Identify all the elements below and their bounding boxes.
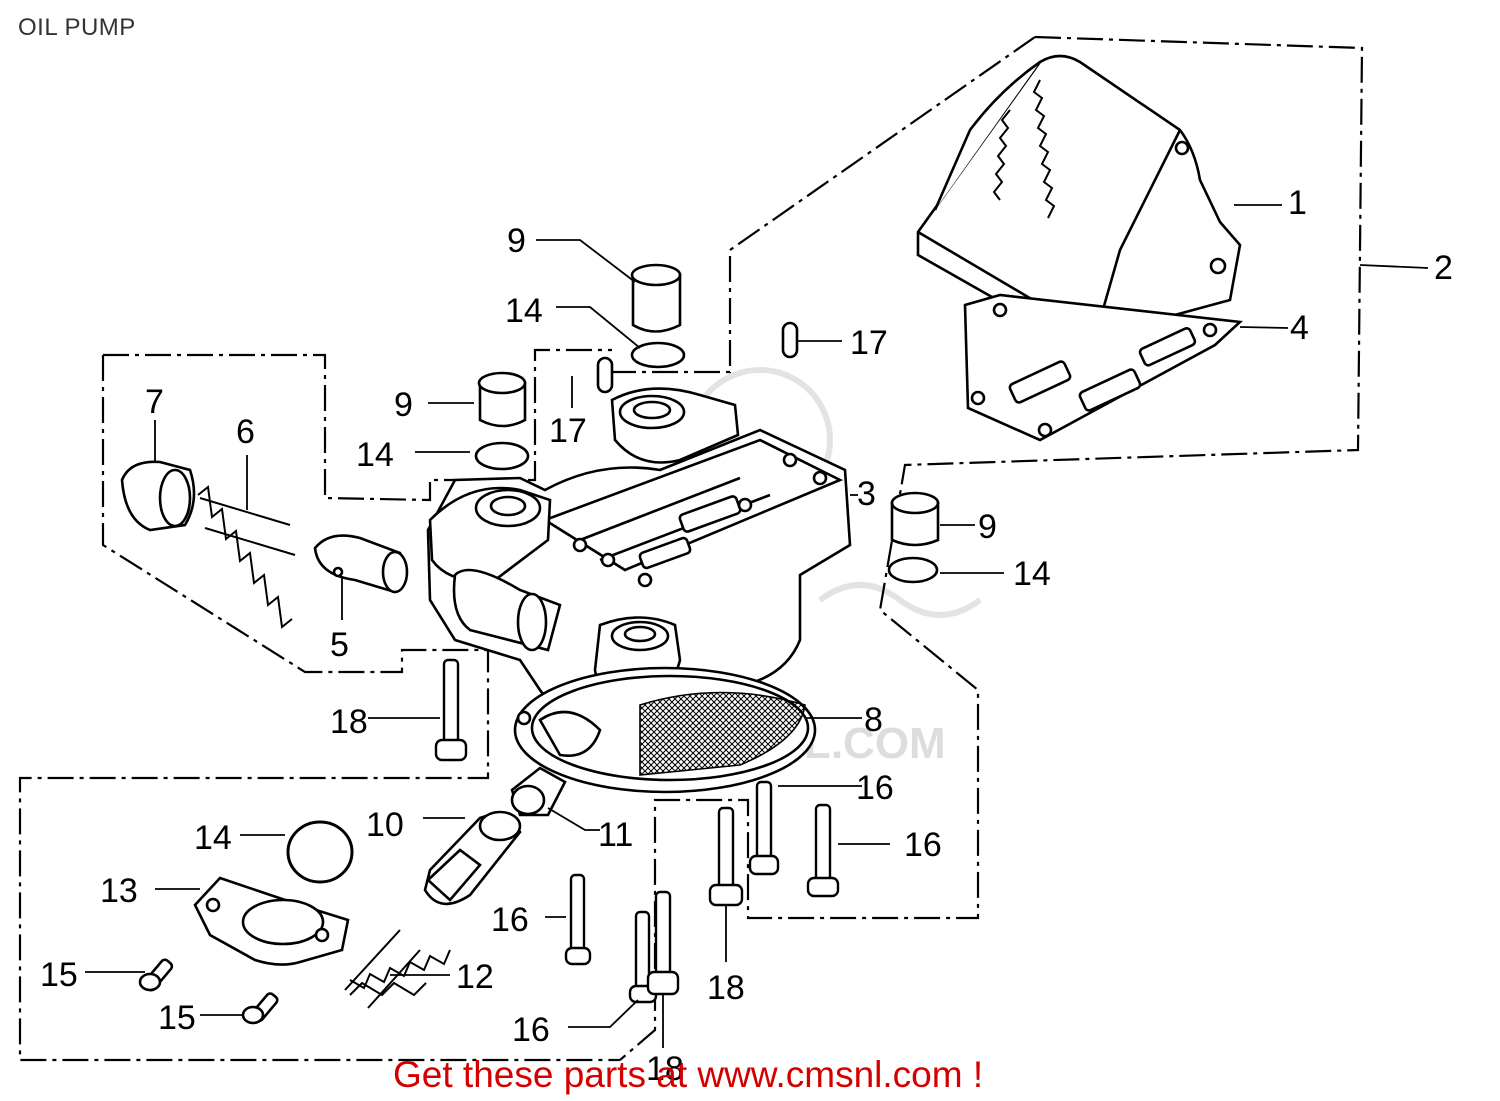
callout-2: 2 xyxy=(1434,249,1453,287)
relief-valve-part-5 xyxy=(313,534,409,594)
bolts xyxy=(434,658,840,1004)
o-ring-part-14-upper xyxy=(630,341,686,369)
joint-part-11 xyxy=(510,766,567,817)
footer-cta-link[interactable]: Get these parts at www.cmsnl.com ! xyxy=(393,1054,984,1095)
callout-9-left: 9 xyxy=(394,386,413,424)
group-boundaries xyxy=(18,35,1364,1062)
screw-part-15-upper xyxy=(138,958,174,992)
callout-16-c: 16 xyxy=(491,901,529,939)
callout-10: 10 xyxy=(366,806,404,844)
callout-15-upper: 15 xyxy=(40,956,78,994)
dowel-pin-part-17-b xyxy=(781,321,799,359)
callout-9-upper: 9 xyxy=(507,222,526,260)
callout-6: 6 xyxy=(236,413,255,451)
callout-14-upper: 14 xyxy=(505,292,543,330)
callout-18-left: 18 xyxy=(330,703,368,741)
callout-16-a: 16 xyxy=(856,769,894,807)
callout-14-left: 14 xyxy=(356,436,394,474)
callout-labels: 1 2 3 4 5 6 7 8 9 9 9 10 11 12 13 14 14 … xyxy=(40,184,1453,1088)
callout-7: 7 xyxy=(145,383,164,421)
callout-4: 4 xyxy=(1290,309,1309,347)
lower-group-parts xyxy=(138,766,567,1025)
callout-11: 11 xyxy=(598,816,633,854)
collar-part-9-right xyxy=(890,491,940,547)
boundary-upper-right xyxy=(619,35,1364,1061)
callout-12: 12 xyxy=(456,958,494,996)
callout-1: 1 xyxy=(1288,184,1307,222)
dowel-pin-part-17-a xyxy=(596,356,614,394)
spring-part-12 xyxy=(344,929,451,1009)
o-ring-part-14-lower xyxy=(286,820,354,884)
callout-3: 3 xyxy=(857,475,876,513)
collar-part-9-upper xyxy=(630,263,682,333)
boundary-upper-right-top xyxy=(612,36,1036,374)
pump-housing-part-3 xyxy=(426,387,852,732)
relief-spring-part-6 xyxy=(197,485,296,629)
bolt-part-16-a xyxy=(748,780,780,876)
piston-part-10 xyxy=(423,810,522,906)
page-title: OIL PUMP xyxy=(18,14,136,41)
o-ring-part-14-right xyxy=(887,556,939,584)
collar-part-9-left xyxy=(477,371,527,428)
bolt-part-16-c xyxy=(564,873,592,966)
callout-18-bottom: 18 xyxy=(646,1050,684,1088)
callout-17-b: 17 xyxy=(850,324,888,362)
callout-15-lower: 15 xyxy=(158,999,196,1037)
gasket-part-4 xyxy=(963,293,1243,442)
o-ring-part-14-left xyxy=(474,441,530,471)
callout-9-right: 9 xyxy=(978,508,997,546)
boundary-relief-valve-lower xyxy=(18,355,620,1062)
callout-13: 13 xyxy=(100,872,138,910)
cover-plate-part-13 xyxy=(193,876,350,966)
strainer-part-8 xyxy=(513,666,817,794)
bolt-part-16-b xyxy=(806,803,840,898)
small-parts xyxy=(474,263,940,584)
callout-18-right: 18 xyxy=(707,969,745,1007)
callout-17-a: 17 xyxy=(549,412,587,450)
sealing-plug-part-7 xyxy=(120,460,196,532)
pump-body-part-1 xyxy=(916,54,1242,340)
boundary-relief-valve xyxy=(103,348,612,502)
callout-16-b: 16 xyxy=(904,826,942,864)
callout-16-d: 16 xyxy=(512,1011,550,1049)
screw-part-15-lower xyxy=(241,992,279,1025)
relief-valve-parts xyxy=(120,460,409,629)
bolt-part-18-left xyxy=(434,658,468,762)
callout-5: 5 xyxy=(330,626,349,664)
bolt-part-18-bottom xyxy=(646,890,680,996)
callout-14-lower: 14 xyxy=(194,819,232,857)
callout-8: 8 xyxy=(864,701,883,739)
callout-14-right: 14 xyxy=(1013,555,1051,593)
leader-lines xyxy=(85,204,1429,1048)
bolt-part-18-right xyxy=(708,806,744,907)
